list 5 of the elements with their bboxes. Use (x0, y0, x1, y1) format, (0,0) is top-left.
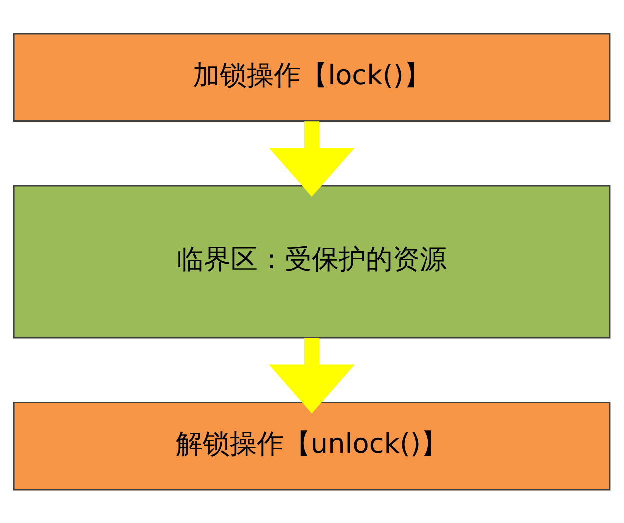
node-box: 加锁操作【lock()】 (13, 32, 611, 122)
arrow (269, 338, 355, 414)
node-box: 解锁操作【unlock()】 (13, 401, 611, 490)
arrow (269, 121, 355, 196)
node-box: 临界区：受保护的资源 (13, 184, 611, 338)
